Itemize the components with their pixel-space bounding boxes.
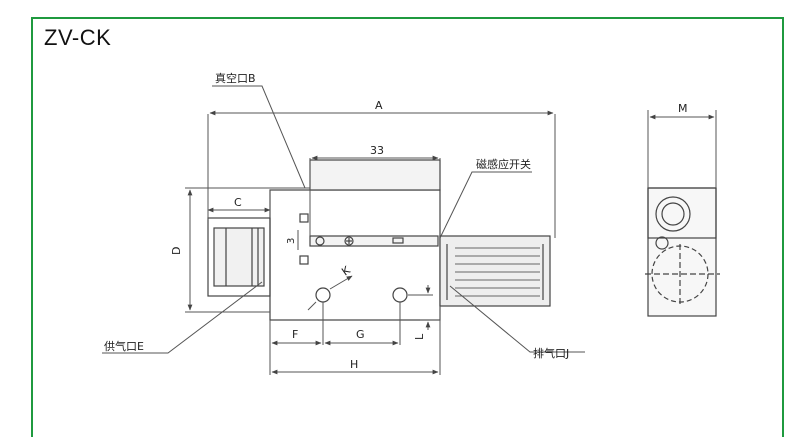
dim-a-label: A <box>375 99 383 112</box>
dim-33-label: 33 <box>370 144 384 157</box>
side-view-port <box>655 196 691 232</box>
sensor-block <box>309 159 441 191</box>
dim-h-label: H <box>350 358 358 371</box>
supply-port-label: 供气口E <box>104 339 144 353</box>
technical-drawing: 真空口B 磁感应开关 供气口E 排气口J A 33 C D 3 K F G H … <box>102 71 720 375</box>
dim-c-label: C <box>234 196 242 209</box>
dim-3-label: 3 <box>286 238 297 244</box>
drawing-frame <box>31 17 784 437</box>
vacuum-port-label: 真空口B <box>215 71 256 85</box>
side-view-body <box>647 187 717 317</box>
left-connector <box>207 217 271 297</box>
dim-g-label: G <box>356 328 365 341</box>
sensor-rod <box>309 235 439 247</box>
exhaust-port-label: 排气口J <box>533 346 569 360</box>
main-body <box>269 189 441 321</box>
model-title: ZV-CK <box>44 25 112 50</box>
dim-l-label: L <box>413 333 426 340</box>
dim-d-label: D <box>170 247 183 255</box>
dim-f-label: F <box>292 328 298 341</box>
magnetic-switch-label: 磁感应开关 <box>476 157 531 171</box>
dim-m-label: M <box>678 102 688 115</box>
hole-l <box>392 287 408 303</box>
hole-k <box>315 287 331 303</box>
